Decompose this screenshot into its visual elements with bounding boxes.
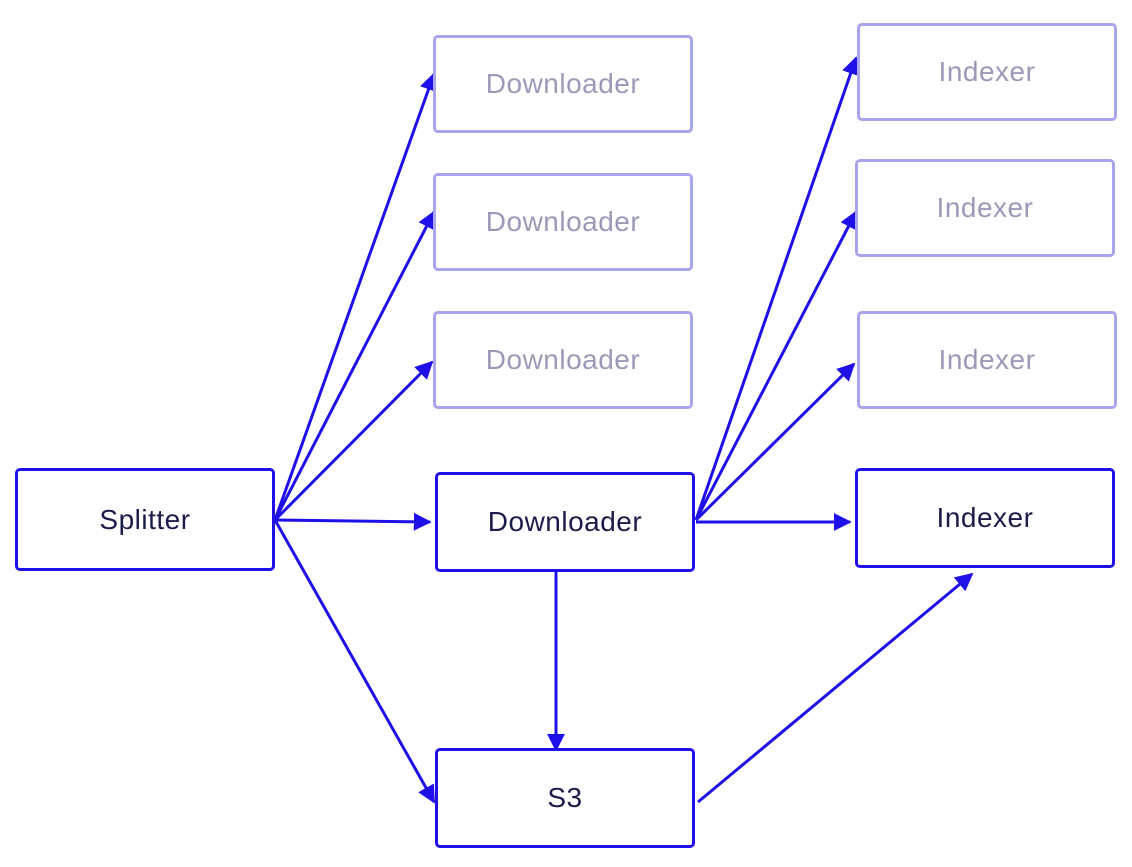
- node-label: S3: [547, 782, 583, 813]
- node-label: Indexer: [936, 192, 1034, 223]
- node-label: Downloader: [485, 68, 641, 99]
- splitter-node: Splitter: [15, 468, 275, 571]
- edge-splitter-to-downloader-ghost-2: [273, 210, 436, 521]
- node-label: Indexer: [938, 56, 1036, 87]
- downloader-ghost-node-2: Downloader: [433, 173, 693, 271]
- s3-node: S3: [435, 748, 695, 848]
- node-label: Splitter: [99, 503, 191, 535]
- node-label: Indexer: [936, 502, 1034, 533]
- node-label: Downloader: [485, 206, 641, 237]
- node-label: Downloader: [487, 506, 643, 537]
- edge-downloader-to-indexer-ghost-2: [694, 210, 858, 521]
- indexer-ghost-node-2: Indexer: [855, 159, 1115, 257]
- edge-splitter-to-downloader: [274, 512, 432, 531]
- edge-splitter-to-s3: [273, 519, 436, 804]
- edge-splitter-to-downloader-ghost-1: [273, 72, 438, 521]
- indexer-node: Indexer: [855, 468, 1115, 568]
- downloader-ghost-node-1: Downloader: [433, 35, 693, 133]
- edge-splitter-to-downloader-ghost-3: [273, 360, 434, 522]
- edge-s3-to-indexer: [697, 572, 974, 804]
- indexer-ghost-node-1: Indexer: [857, 23, 1117, 121]
- edge-downloader-to-indexer-ghost-3: [694, 362, 856, 522]
- edge-downloader-to-indexer-ghost-1: [694, 56, 860, 521]
- indexer-ghost-node-3: Indexer: [857, 311, 1117, 409]
- downloader-node: Downloader: [435, 472, 695, 572]
- node-label: Indexer: [938, 344, 1036, 375]
- downloader-ghost-node-3: Downloader: [433, 311, 693, 409]
- node-label: Downloader: [485, 344, 641, 375]
